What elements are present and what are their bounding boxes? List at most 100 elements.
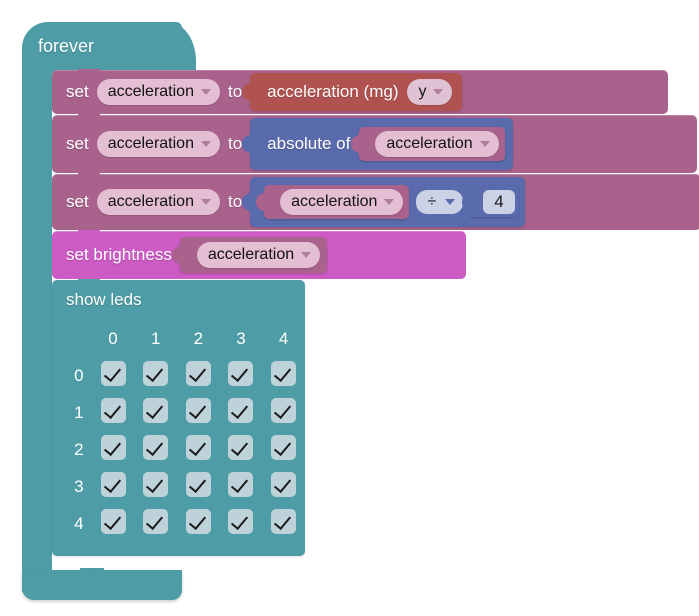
led-cell-0-3[interactable]	[220, 357, 263, 394]
set-variable-block-2[interactable]: set acceleration to absolute of accelera…	[52, 114, 697, 173]
checkbox-icon[interactable]	[228, 360, 254, 386]
checkbox-icon[interactable]	[228, 434, 254, 460]
checkbox-icon[interactable]	[143, 360, 169, 386]
led-cell-1-4[interactable]	[262, 394, 305, 431]
checkbox-icon[interactable]	[271, 508, 297, 534]
checkbox-icon[interactable]	[228, 397, 254, 423]
led-cell-4-3[interactable]	[220, 505, 263, 542]
block-plug	[462, 192, 480, 212]
led-cell-2-3[interactable]	[220, 431, 263, 468]
absolute-of-label: absolute of	[267, 134, 351, 153]
led-cell-3-3[interactable]	[220, 468, 263, 505]
checkbox-icon[interactable]	[185, 508, 211, 534]
checkbox-icon[interactable]	[185, 471, 211, 497]
led-cell-4-0[interactable]	[92, 505, 135, 542]
checkbox-icon[interactable]	[100, 360, 126, 386]
show-leds-block[interactable]: show leds 0 1 2 3 4	[52, 279, 305, 556]
checkbox-icon[interactable]	[271, 360, 297, 386]
led-matrix[interactable]: 0 1 2 3 4 0	[66, 320, 305, 542]
led-cell-3-2[interactable]	[177, 468, 220, 505]
led-cell-3-4[interactable]	[262, 468, 305, 505]
checkbox-icon[interactable]	[100, 397, 126, 423]
variable-reporter-brightness[interactable]: acceleration	[171, 237, 328, 273]
variable-dropdown-abs[interactable]: acceleration	[375, 131, 499, 157]
variable-name-brightness: acceleration	[207, 246, 295, 263]
led-row-header-4: 4	[74, 513, 84, 533]
forever-label: forever	[38, 36, 95, 56]
checkbox-icon[interactable]	[100, 434, 126, 460]
set-variable-block-1[interactable]: set acceleration to acceleration (mg) y	[52, 69, 668, 114]
checkbox-icon[interactable]	[271, 471, 297, 497]
checkbox-icon[interactable]	[143, 508, 169, 534]
led-row-header-2: 2	[74, 439, 84, 459]
variable-name-dividend: acceleration	[291, 193, 378, 210]
axis-dropdown[interactable]: y	[407, 79, 453, 105]
block-plug	[351, 134, 369, 154]
checkbox-icon[interactable]	[185, 360, 211, 386]
led-cell-2-2[interactable]	[177, 431, 220, 468]
checkbox-icon[interactable]	[100, 508, 126, 534]
led-cell-4-2[interactable]	[177, 505, 220, 542]
checkbox-icon[interactable]	[143, 434, 169, 460]
led-cell-2-4[interactable]	[262, 431, 305, 468]
chevron-down-icon	[479, 141, 490, 147]
forever-block-footer[interactable]	[22, 570, 182, 600]
led-row-header-3: 3	[74, 476, 84, 496]
led-cell-4-4[interactable]	[262, 505, 305, 542]
checkbox-icon[interactable]	[143, 471, 169, 497]
chevron-down-icon	[200, 141, 211, 147]
set-keyword-2: set	[66, 134, 89, 153]
checkbox-icon[interactable]	[271, 434, 297, 460]
led-cell-1-1[interactable]	[134, 394, 177, 431]
absolute-of-reporter[interactable]: absolute of acceleration	[242, 118, 513, 170]
block-notch	[78, 173, 100, 181]
set-keyword-3: set	[66, 192, 89, 211]
led-cell-1-0[interactable]	[92, 394, 135, 431]
led-cell-2-1[interactable]	[134, 431, 177, 468]
led-matrix-body: 0 1	[66, 357, 305, 542]
led-row-0: 0	[66, 357, 305, 394]
set-variable-block-3[interactable]: set acceleration to acceleration	[52, 173, 699, 230]
block-plug	[171, 245, 189, 265]
set-brightness-block[interactable]: set brightness acceleration	[52, 230, 466, 279]
checkbox-icon[interactable]	[185, 397, 211, 423]
variable-dropdown-dividend[interactable]: acceleration	[280, 189, 404, 215]
led-col-header-0: 0	[108, 328, 118, 348]
checkbox-icon[interactable]	[228, 508, 254, 534]
led-cell-0-1[interactable]	[134, 357, 177, 394]
led-cell-2-0[interactable]	[92, 431, 135, 468]
led-cell-0-4[interactable]	[262, 357, 305, 394]
number-block-divisor[interactable]: 4	[462, 187, 519, 217]
led-row-header-0: 0	[74, 365, 84, 385]
variable-dropdown-3[interactable]: acceleration	[96, 189, 220, 215]
variable-dropdown-1[interactable]: acceleration	[96, 79, 220, 105]
checkbox-icon[interactable]	[143, 397, 169, 423]
led-cell-1-3[interactable]	[220, 394, 263, 431]
checkbox-icon[interactable]	[185, 434, 211, 460]
checkbox-icon[interactable]	[100, 471, 126, 497]
variable-dropdown-brightness[interactable]: acceleration	[196, 242, 321, 268]
led-matrix-corner	[66, 320, 92, 357]
led-cell-1-2[interactable]	[177, 394, 220, 431]
operator-dropdown[interactable]: ÷	[416, 190, 464, 214]
checkbox-icon[interactable]	[228, 471, 254, 497]
variable-reporter-dividend[interactable]: acceleration	[256, 185, 410, 219]
led-cell-3-1[interactable]	[134, 468, 177, 505]
variable-name-1: acceleration	[107, 83, 194, 100]
led-cell-4-1[interactable]	[134, 505, 177, 542]
variable-dropdown-2[interactable]: acceleration	[96, 131, 220, 157]
led-cell-0-0[interactable]	[92, 357, 135, 394]
chevron-down-icon	[445, 199, 456, 205]
led-matrix-header-row: 0 1 2 3 4	[66, 320, 305, 357]
variable-reporter-abs[interactable]: acceleration	[351, 127, 505, 161]
division-operator-block[interactable]: acceleration ÷ 4	[242, 177, 525, 227]
led-row-4: 4	[66, 505, 305, 542]
checkbox-icon[interactable]	[271, 397, 297, 423]
to-keyword-3: to	[227, 192, 243, 211]
chevron-down-icon	[200, 199, 211, 205]
led-cell-3-0[interactable]	[92, 468, 135, 505]
number-input-divisor[interactable]: 4	[483, 190, 515, 214]
to-keyword-2: to	[227, 134, 243, 153]
acceleration-input-reporter[interactable]: acceleration (mg) y	[242, 73, 463, 111]
led-cell-0-2[interactable]	[177, 357, 220, 394]
